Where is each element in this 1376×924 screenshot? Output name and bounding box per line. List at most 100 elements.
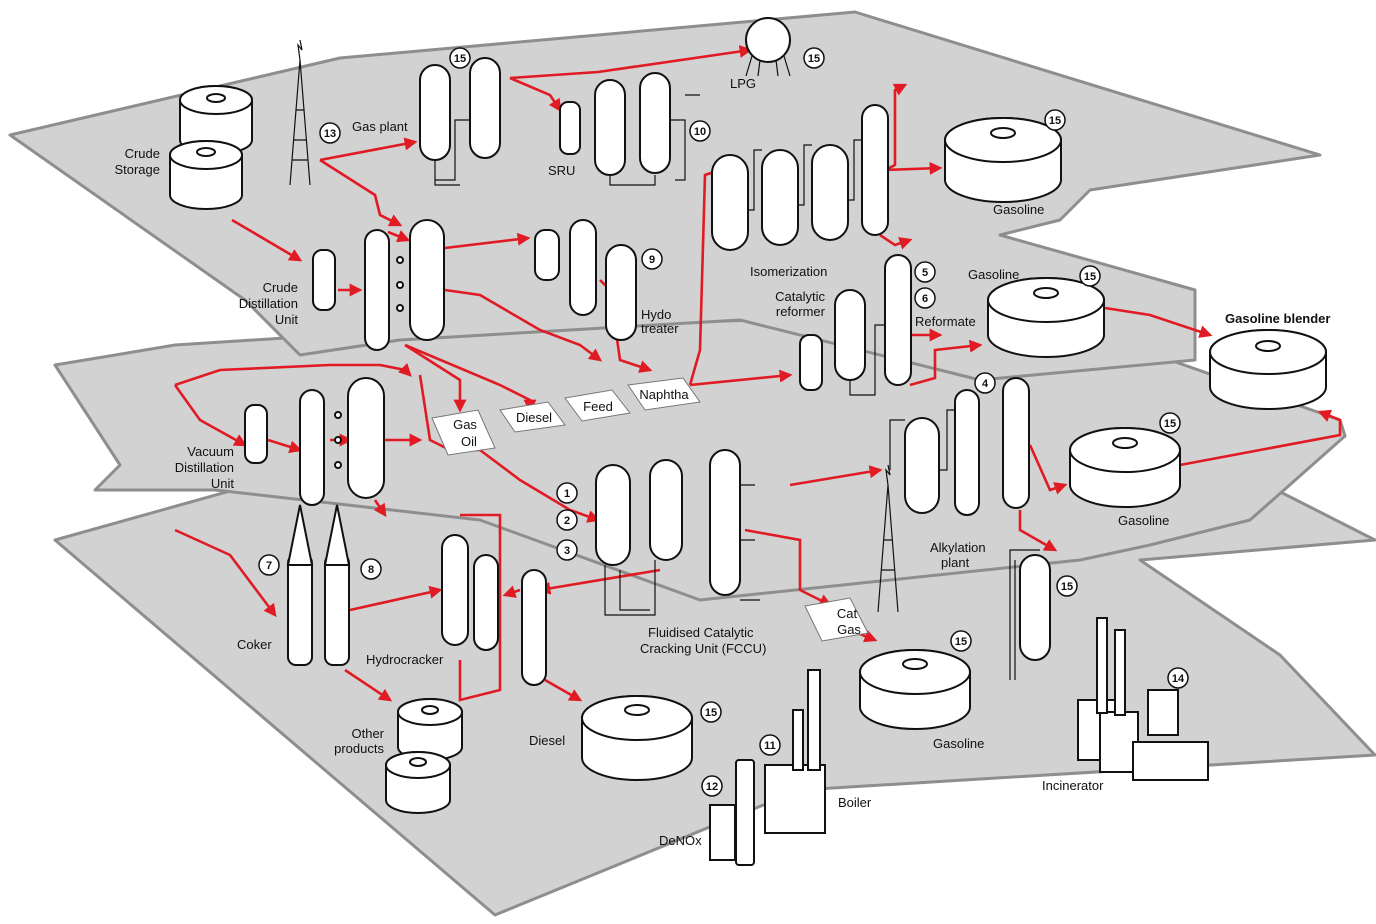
alkylation-label-1: Alkylation xyxy=(930,540,986,555)
vacuum-distillation-label-1: Vacuum xyxy=(187,444,234,459)
gasoline-3-label: Gasoline xyxy=(1118,513,1169,528)
incinerator-unit xyxy=(1077,617,1209,781)
feed-stream-label: Feed xyxy=(583,399,613,414)
diesel-tank xyxy=(581,695,693,781)
stream-tag-naphtha: Naphtha xyxy=(627,377,701,411)
catalytic-reformer-label-1: Catalytic xyxy=(775,289,825,304)
svg-text:11: 11 xyxy=(764,740,776,752)
badge-15: 15 xyxy=(803,47,825,69)
catalytic-reformer xyxy=(799,254,912,396)
svg-text:12: 12 xyxy=(706,781,718,793)
badge-8: 8 xyxy=(360,558,382,580)
hydrotreater-label-1: Hydo xyxy=(641,307,671,322)
badge-15: 15 xyxy=(1056,575,1078,597)
svg-text:15: 15 xyxy=(1049,115,1061,127)
gasoline-tank-4 xyxy=(859,649,971,730)
flare-tower xyxy=(289,39,311,186)
gasoline-tank-3 xyxy=(1069,427,1181,508)
svg-text:9: 9 xyxy=(649,254,655,266)
vacuum-distillation-label-3: Unit xyxy=(211,476,235,491)
svg-text:8: 8 xyxy=(368,564,374,576)
diesel-stream-label: Diesel xyxy=(516,410,552,425)
gasoline-4-label: Gasoline xyxy=(933,736,984,751)
cat-gas-label-2: Gas xyxy=(837,622,861,637)
catalytic-reformer-label-2: reformer xyxy=(776,304,826,319)
hydrocracker-label: Hydrocracker xyxy=(366,652,444,667)
crude-storage-label-1: Crude xyxy=(125,146,160,161)
vacuum-distillation-unit xyxy=(244,377,385,506)
number-badges: 13 15 15 10 15 9 5 6 15 4 15 1 2 3 7 8 1… xyxy=(258,47,1189,797)
stream-tag-cat-gas: Cat Gas xyxy=(804,597,869,642)
svg-text:15: 15 xyxy=(454,53,466,65)
badge-15: 15 xyxy=(950,630,972,652)
gasoline-2-label: Gasoline xyxy=(968,267,1019,282)
badge-10: 10 xyxy=(689,120,711,142)
boiler-label: Boiler xyxy=(838,795,872,810)
svg-text:15: 15 xyxy=(1061,581,1073,593)
svg-text:15: 15 xyxy=(808,53,820,65)
fccu-label-2: Cracking Unit (FCCU) xyxy=(640,641,766,656)
badge-7: 7 xyxy=(258,554,280,576)
lpg-label: LPG xyxy=(730,76,756,91)
fccu xyxy=(595,449,760,616)
badge-12: 12 xyxy=(701,775,723,797)
naphtha-stream-label: Naphtha xyxy=(639,387,689,402)
reformate-label: Reformate xyxy=(915,314,976,329)
gasoline-1-label: Gasoline xyxy=(993,202,1044,217)
incinerator-label: Incinerator xyxy=(1042,778,1104,793)
denox-unit xyxy=(709,759,755,866)
gas-oil-label-2: Oil xyxy=(461,434,477,449)
hydrotreater xyxy=(534,219,637,341)
coker xyxy=(286,504,351,666)
gasoline-tank-2 xyxy=(987,277,1105,358)
badge-15: 15 xyxy=(449,47,471,69)
separator-15 xyxy=(1009,549,1051,680)
badge-15: 15 xyxy=(1159,412,1181,434)
boiler-unit xyxy=(764,669,826,834)
svg-text:5: 5 xyxy=(922,267,928,279)
plate-top xyxy=(8,10,1322,382)
crude-distillation-label-2: Distillation xyxy=(239,296,298,311)
flow-lines xyxy=(173,45,1342,702)
unit-labels: Crude Storage Crude Distillation Unit Ga… xyxy=(114,76,1330,848)
alkylation-flare xyxy=(877,464,899,613)
gasoline-blender-label: Gasoline blender xyxy=(1225,311,1330,326)
svg-text:15: 15 xyxy=(1164,418,1176,430)
alkylation-plant xyxy=(889,377,1030,516)
diesel-tank-label: Diesel xyxy=(529,733,565,748)
svg-text:15: 15 xyxy=(955,636,967,648)
svg-text:7: 7 xyxy=(266,560,272,572)
stream-tag-gas-oil: Gas Oil xyxy=(431,409,496,456)
isomerization-unit xyxy=(711,104,889,251)
badge-15: 15 xyxy=(1079,265,1101,287)
svg-text:1: 1 xyxy=(564,488,570,500)
crude-storage-label-2: Storage xyxy=(114,162,160,177)
lpg-sphere xyxy=(745,17,791,77)
svg-text:13: 13 xyxy=(324,128,336,140)
crude-distillation-label-3: Unit xyxy=(275,312,299,327)
badge-1: 1 xyxy=(556,482,578,504)
svg-text:4: 4 xyxy=(982,378,989,390)
fccu-label-1: Fluidised Catalytic xyxy=(648,625,754,640)
sru-unit xyxy=(559,72,700,186)
badge-14: 14 xyxy=(1167,667,1189,689)
other-products-label-1: Other xyxy=(351,726,384,741)
badge-9: 9 xyxy=(641,248,663,270)
svg-text:6: 6 xyxy=(922,293,928,305)
other-products-label-2: products xyxy=(334,741,384,756)
coker-label: Coker xyxy=(237,637,272,652)
badge-3: 3 xyxy=(556,539,578,561)
svg-text:14: 14 xyxy=(1172,673,1185,685)
svg-text:15: 15 xyxy=(1084,271,1096,283)
badge-5: 5 xyxy=(914,261,936,283)
svg-text:10: 10 xyxy=(694,126,706,138)
svg-text:3: 3 xyxy=(564,545,570,557)
svg-text:15: 15 xyxy=(705,707,717,719)
crude-distillation-unit xyxy=(312,219,445,351)
gasoline-blender-tank xyxy=(1209,329,1327,410)
gas-oil-label-1: Gas xyxy=(453,417,477,432)
isomerization-label: Isomerization xyxy=(750,264,827,279)
badge-13: 13 xyxy=(319,122,341,144)
cat-gas-label-1: Cat xyxy=(837,606,858,621)
